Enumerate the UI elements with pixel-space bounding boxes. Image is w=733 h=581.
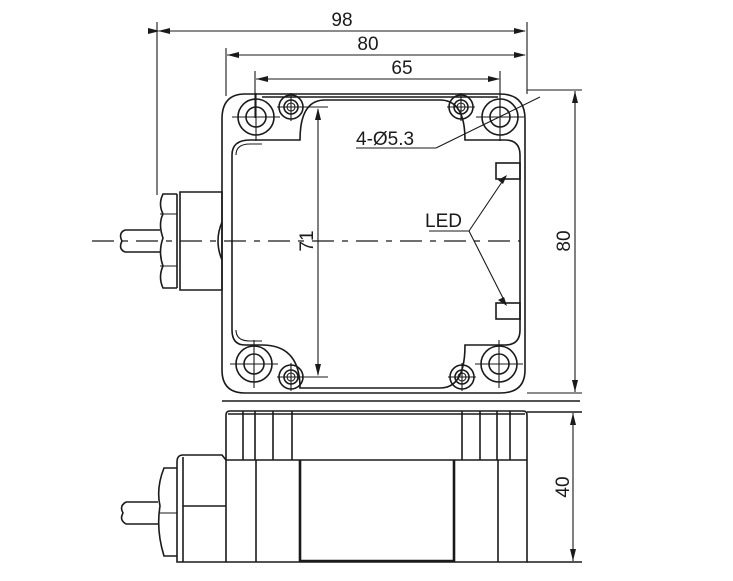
callout-mounting-holes: 4-Ø5.3 (356, 96, 541, 150)
dim-label-71: 71 (297, 230, 318, 251)
mounting-hole-top-left (232, 93, 280, 141)
dimension-65: 65 (254, 58, 501, 118)
mounting-hole-bottom-left (230, 340, 278, 388)
mounting-hole-bottom-right (475, 340, 523, 388)
callout-led: LED (425, 175, 507, 306)
dimension-80-horizontal: 80 (225, 34, 526, 96)
dim-label-80-horizontal: 80 (357, 34, 378, 55)
dim-label-98: 98 (331, 10, 352, 31)
dim-label-40: 40 (553, 476, 574, 497)
cable-gland-top-view (119, 191, 223, 291)
callout-label-led: LED (425, 211, 462, 232)
screw-bottom-right (448, 363, 476, 391)
led-window-bottom (495, 302, 521, 320)
dimension-80-vertical: 80 (527, 89, 582, 394)
screw-top-right (447, 93, 475, 121)
screw-bottom-left (277, 363, 305, 391)
led-window-top (495, 162, 521, 180)
dimension-71: 71 (297, 106, 328, 378)
dim-label-65: 65 (391, 58, 412, 79)
cable-gland-side-view (120, 454, 227, 563)
side-view (222, 400, 582, 563)
dimension-98: 98 (148, 10, 528, 195)
callout-label-holes: 4-Ø5.3 (356, 129, 414, 150)
dimension-40: 40 (553, 413, 576, 561)
dim-label-80-vertical: 80 (554, 230, 575, 251)
